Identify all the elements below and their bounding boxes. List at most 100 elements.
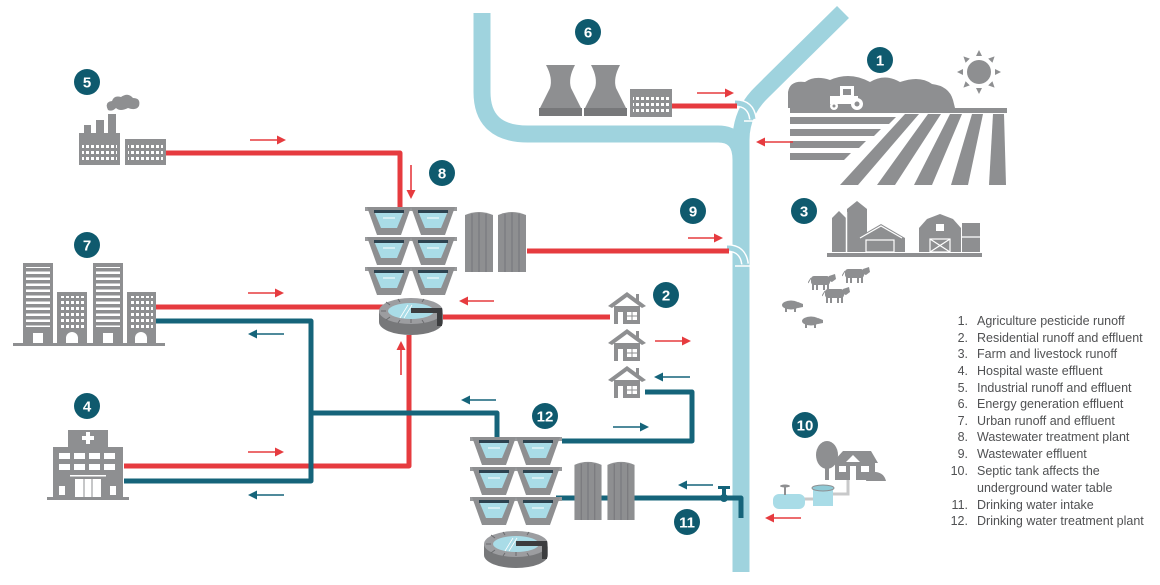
arrow-head: [765, 513, 774, 523]
farm-buildings-icon: [827, 201, 982, 257]
arrow-into-wwtp-icon: [406, 165, 416, 199]
arrow-head: [275, 447, 284, 457]
marker-1: 1: [867, 47, 893, 73]
legend-number: 7.: [958, 414, 968, 428]
legend-item: 2. Residential runoff and effluent: [958, 331, 1144, 345]
marker-8: 8: [429, 160, 455, 186]
arrow-head: [654, 372, 663, 382]
marker-label: 5: [83, 75, 91, 92]
legend-item: 6.Energy generation effluent: [958, 397, 1124, 411]
legend-item: 9. Wastewater effluent: [958, 447, 1088, 461]
legend-text: Residential runoff and effluent: [977, 331, 1143, 345]
storage-tank-icon: [498, 211, 526, 272]
legend-text: Agriculture pesticide runoff: [977, 314, 1125, 328]
legend-text: Septic tank affects the: [977, 464, 1100, 478]
marker-11: 11: [674, 509, 700, 535]
clean-water-pipes: [124, 318, 744, 518]
pipe-supply-from-plant: [311, 410, 500, 440]
arrow-head: [714, 233, 723, 243]
marker-label: 12: [537, 409, 554, 426]
arrow-head: [459, 296, 468, 306]
cow-icon: [842, 266, 870, 284]
filtration-basin-icon: [470, 467, 562, 496]
arrow-head: [725, 88, 734, 98]
legend-item: 8.Wastewater treatment plant: [958, 430, 1130, 444]
marker-label: 11: [679, 515, 695, 532]
arrow-head: [640, 422, 649, 432]
arrow-head: [277, 135, 286, 145]
power-plant-building-icon: [630, 89, 672, 117]
filtration-basin-icon: [470, 497, 562, 526]
pipe-supply-to-residential: [562, 389, 695, 444]
arrow-distribution-flow-icon: [613, 422, 649, 432]
legend-text: Hospital waste effluent: [977, 364, 1103, 378]
legend-number: 1.: [958, 314, 968, 328]
marker-6: 6: [575, 19, 601, 45]
residential-houses: [608, 292, 646, 398]
number-markers: 1 2 3 4 5 6 7 8 9 10 11 12: [74, 19, 893, 535]
legend-item: 4. Hospital waste effluent: [958, 364, 1104, 378]
storage-tank-icon: [574, 461, 602, 520]
arrow-septic-flow-icon: [765, 513, 801, 523]
legend-text: Energy generation effluent: [977, 397, 1124, 411]
settling-basin-icon: [365, 267, 457, 296]
storage-tank-icon: [607, 461, 635, 520]
pipe-industrial-to-wwtp: [165, 150, 403, 207]
legend-number: 4.: [958, 364, 968, 378]
house-icon: [608, 292, 646, 324]
clarifier-icon: [378, 297, 444, 336]
legend-text-continued: underground water table: [977, 481, 1113, 495]
city-buildings-icon: [13, 263, 165, 346]
farmland-icon: [788, 75, 1007, 185]
marker-label: 6: [584, 25, 592, 42]
legend-item: 11.Drinking water intake: [952, 498, 1094, 512]
flow-arrows: [248, 88, 801, 523]
drinking-water-treatment-plant: [470, 437, 635, 569]
marker-label: 9: [689, 204, 697, 221]
tap-icon: [718, 486, 730, 502]
marker-7: 7: [74, 232, 100, 258]
arrow-residential-to-wwtp-icon: [459, 296, 494, 306]
clarifier-icon: [483, 530, 549, 569]
legend-number: 12.: [951, 514, 968, 528]
marker-label: 10: [797, 418, 814, 435]
legend-item: 7.Urban runoff and effluent: [958, 414, 1116, 428]
legend-text: Wastewater effluent: [977, 447, 1087, 461]
settling-basin-icon: [365, 237, 457, 266]
hospital-icon: [47, 430, 129, 500]
marker-2: 2: [653, 282, 679, 308]
arrow-intake-flow-icon: [678, 480, 713, 490]
marker-label: 2: [662, 288, 670, 305]
legend: 1. Agriculture pesticide runoff 2. Residen…: [951, 314, 1145, 528]
legend-number: 5.: [958, 381, 968, 395]
marker-label: 8: [438, 166, 446, 183]
arrow-head: [406, 190, 416, 199]
marker-label: 7: [83, 238, 91, 255]
arrow-hospital-supply-icon: [248, 490, 284, 500]
legend-number: 3.: [958, 347, 968, 361]
legend-number: 2.: [958, 331, 968, 345]
legend-text: Drinking water treatment plant: [977, 514, 1144, 528]
arrow-industrial-flow-icon: [250, 135, 286, 145]
arrow-head: [461, 395, 470, 405]
marker-10: 10: [792, 412, 818, 438]
outfall-wastewater-effluent: [726, 244, 751, 267]
legend-number: 9.: [958, 447, 968, 461]
storage-tank-icon: [465, 211, 493, 272]
arrow-energy-flow-icon: [697, 88, 734, 98]
arrow-head: [248, 329, 257, 339]
arrow-urban-supply-icon: [248, 329, 284, 339]
cooling-towers-icon: [539, 65, 627, 116]
sun-icon: [957, 50, 1001, 94]
pipe-hospital-to-wwtp: [124, 335, 412, 469]
arrow-wastewater-effluent-flow-icon: [688, 233, 723, 243]
marker-9: 9: [680, 198, 706, 224]
arrow-head: [275, 288, 284, 298]
legend-text: Drinking water intake: [977, 498, 1094, 512]
marker-4: 4: [74, 393, 100, 419]
pig-icon: [782, 300, 803, 312]
legend-text: Wastewater treatment plant: [977, 430, 1130, 444]
